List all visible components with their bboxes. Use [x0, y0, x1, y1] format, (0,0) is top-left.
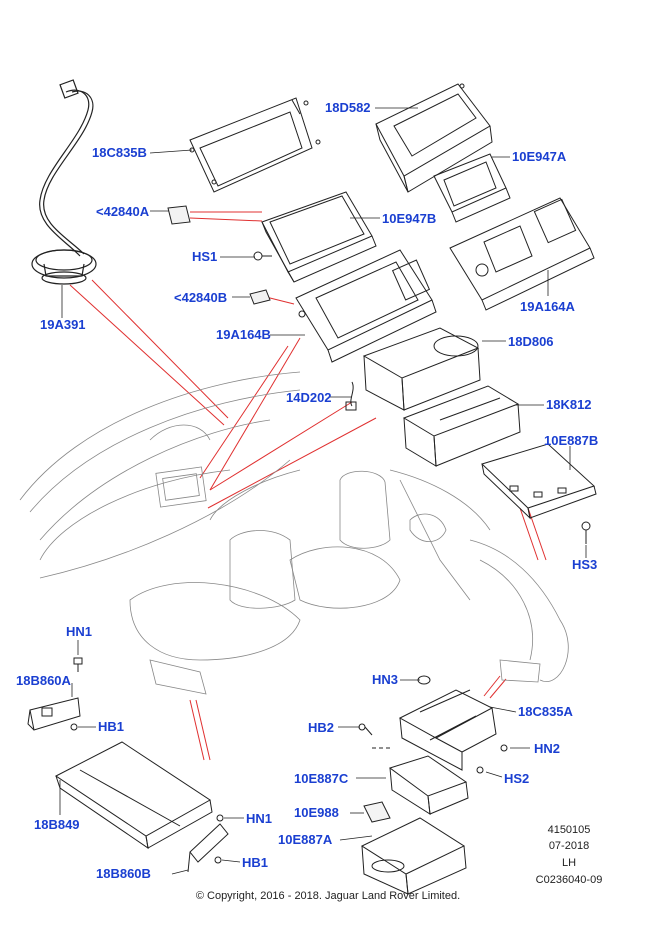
nut-hn3	[417, 675, 431, 685]
callout-19a164b: 19A164B	[216, 327, 271, 342]
diagram-reference: C0236040-09	[535, 874, 603, 886]
callout-hs1: HS1	[192, 249, 218, 264]
callout-18d582: 18D582	[325, 100, 371, 115]
diagram-side: LH	[561, 857, 577, 869]
callout-10e887a: 10E887A	[278, 832, 333, 847]
nut-hn1-upper	[73, 657, 83, 672]
callout-10e947a: 10E947A	[512, 149, 567, 164]
nut-hn1-lower	[216, 814, 224, 822]
bolt-hb2	[358, 723, 392, 749]
screw-hs2	[476, 766, 484, 774]
callout-18b860a: 18B860A	[16, 673, 71, 688]
panel-19a164a	[449, 197, 595, 311]
callout-19a391: 19A391	[40, 317, 86, 332]
callout-18b860b: 18B860B	[96, 866, 151, 881]
callout-19a164a: 19A164A	[520, 299, 575, 314]
vehicle-interior	[19, 371, 569, 695]
bracket-18c835a	[398, 689, 497, 771]
callout-42840a: <42840A	[96, 204, 150, 219]
locator-lines	[69, 211, 547, 761]
callout-hb1-upper: HB1	[98, 719, 125, 734]
bracket-18b860a	[27, 697, 81, 731]
callout-hb1-lower: HB1	[242, 855, 269, 870]
harness-19a391	[31, 79, 97, 285]
module-10e887c	[388, 755, 469, 815]
display-10e947b	[261, 191, 377, 283]
callout-18b849: 18B849	[34, 817, 80, 832]
bolt-hb1-upper	[70, 723, 78, 731]
callout-18c835b: 18C835B	[92, 145, 147, 160]
callout-hb2: HB2	[308, 720, 335, 735]
callout-18k812: 18K812	[546, 397, 592, 412]
callout-hs2: HS2	[504, 771, 530, 786]
pad-42840a	[167, 205, 191, 225]
callout-hs3: HS3	[572, 557, 598, 572]
callout-18d806: 18D806	[508, 334, 554, 349]
callout-14d202: 14D202	[286, 390, 332, 405]
housing-18d582	[375, 83, 493, 193]
callout-hn2: HN2	[534, 741, 561, 756]
callout-hn1-upper: HN1	[66, 624, 93, 639]
nut-hn2	[500, 744, 508, 752]
display-10e947a	[433, 153, 511, 223]
pad-42840b	[249, 289, 271, 305]
screw-hs3	[581, 521, 591, 544]
leader-lines	[59, 107, 587, 875]
callout-10e947b: 10E947B	[382, 211, 437, 226]
callout-hn3: HN3	[372, 672, 399, 687]
callout-18c835a: 18C835A	[518, 704, 573, 719]
module-18k812	[402, 385, 521, 467]
amplifier-18b849	[55, 741, 213, 850]
callout-hn1-lower: HN1	[246, 811, 273, 826]
callout-10e887c: 10E887C	[294, 771, 349, 786]
screw-hs1	[253, 251, 272, 261]
bracket-18c835b	[189, 97, 321, 193]
panel-19a164b	[295, 249, 437, 363]
bracket-18b860b	[187, 823, 229, 873]
callout-10e988: 10E988	[294, 805, 339, 820]
copyright-notice: © Copyright, 2016 - 2018. Jaguar Land Ro…	[195, 890, 461, 902]
pad-10e988	[363, 801, 391, 823]
unit-10e887a	[360, 817, 467, 895]
diagram-code: 4150105	[547, 824, 591, 836]
unit-18d806	[362, 327, 481, 411]
module-10e887b	[481, 443, 597, 520]
callout-10e887b: 10E887B	[544, 433, 599, 448]
callout-42840b: <42840B	[174, 290, 228, 305]
harness-14d202	[345, 381, 357, 411]
diagram-date: 07-2018	[548, 840, 590, 852]
bolt-hb1-lower	[214, 856, 222, 864]
